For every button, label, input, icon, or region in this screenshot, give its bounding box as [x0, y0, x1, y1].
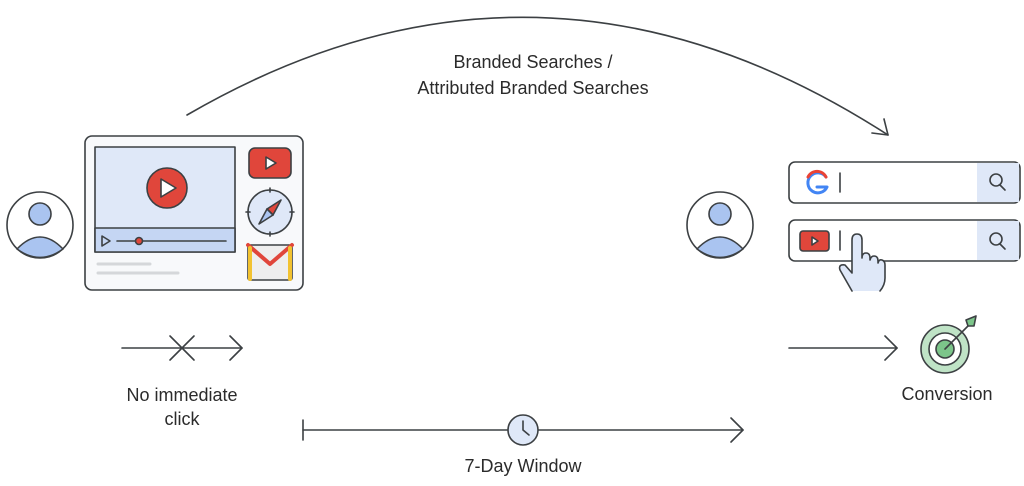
no-click-label-line2: click — [164, 409, 200, 429]
user-avatar-left — [6, 191, 74, 259]
search-icon — [989, 232, 1003, 246]
user-avatar-right — [686, 191, 754, 259]
conversion-label: Conversion — [901, 384, 993, 404]
no-click-label-line1: No immediate — [126, 385, 238, 405]
search-icon — [989, 173, 1003, 187]
arc-arrowhead — [871, 118, 889, 136]
window-label: 7-Day Window — [464, 456, 582, 476]
branded-search-arc-arrow — [186, 16, 889, 136]
hand-pointer-icon — [838, 233, 886, 292]
seven-day-timeline — [302, 414, 744, 446]
gmail-icon — [246, 243, 294, 281]
no-click-arrow — [121, 335, 243, 361]
compass-icon — [245, 187, 295, 237]
device-panel — [84, 135, 304, 291]
google-search-bar — [788, 161, 1021, 204]
target-icon — [920, 315, 977, 374]
cross-icon — [169, 335, 195, 361]
arc-label-line1: Branded Searches / — [453, 52, 613, 72]
youtube-search-bar — [788, 219, 1021, 262]
arc-label-line2: Attributed Branded Searches — [417, 78, 649, 98]
